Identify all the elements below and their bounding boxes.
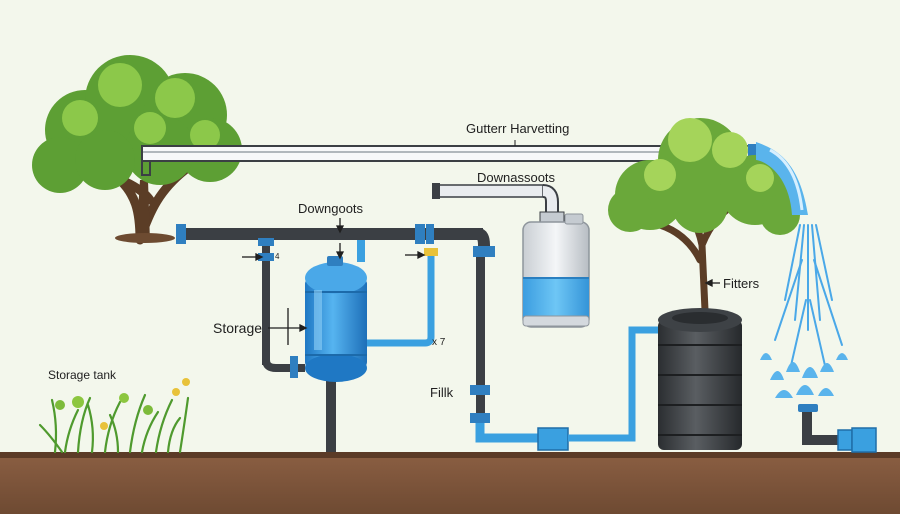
label-storage-tank: Storage tank [48,368,117,382]
label-filters: Fitters [723,276,760,291]
tank-outlet-pipe [357,240,438,347]
label-tick-4: 4 [275,252,280,261]
right-tree [608,118,800,314]
storage-barrel [658,308,742,450]
storage-tank-blue [305,256,367,452]
grass-plants [38,393,190,454]
label-downgoots: Downgoots [298,201,364,216]
main-pipe [176,224,495,257]
outlet-pipe [802,412,877,453]
ground [0,455,900,514]
label-gutter-harvesting: Gutterr Harvetting [466,121,570,136]
flowers [55,378,190,430]
barrel-feed-pipe [470,257,660,451]
storage-inlet-pipe [258,238,305,378]
label-storage: Storage [213,320,263,336]
ground-edge [0,452,900,458]
label-filik: Fillk [430,385,454,400]
annotation-arrows [242,218,720,345]
label-x7: x 7 [432,337,446,348]
filter-tank [522,213,590,328]
label-downspouts: Downassoots [477,170,556,185]
water-stream [756,142,848,412]
gutter [141,144,756,176]
downspout-pipe [432,183,565,223]
